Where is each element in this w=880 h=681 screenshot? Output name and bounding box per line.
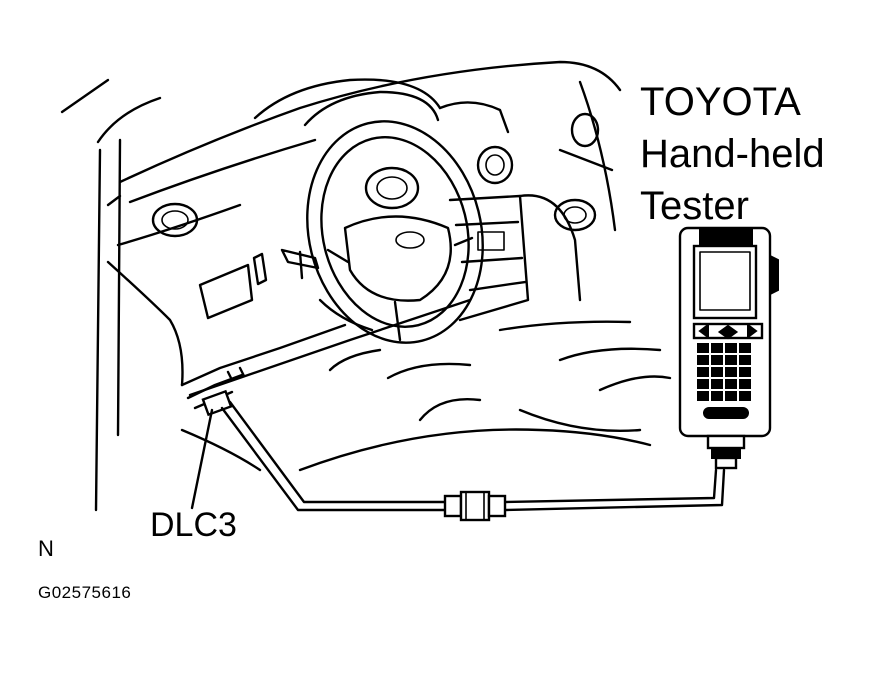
door-frame	[60, 78, 162, 512]
tester-label-line3: Tester	[640, 184, 749, 228]
center-console	[448, 194, 582, 322]
orientation-label: N	[38, 536, 54, 561]
tester-cable	[220, 400, 726, 512]
air-vents	[151, 112, 600, 238]
tester-label-line1: TOYOTA	[640, 80, 801, 124]
tester-label: TOYOTA Hand-held Tester	[640, 76, 825, 232]
figure-code: G02575616	[38, 583, 132, 602]
handheld-tester	[678, 226, 779, 470]
seat-contours	[180, 320, 672, 472]
lower-panel	[198, 248, 374, 332]
dashboard	[106, 60, 622, 397]
dlc3-pointer	[190, 408, 214, 510]
dlc3-label: DLC3	[150, 506, 237, 544]
cable-inline-connector	[443, 490, 507, 522]
tester-label-line2: Hand-held	[640, 132, 825, 176]
tester-keypad	[692, 322, 764, 419]
steering-wheel	[306, 120, 484, 344]
